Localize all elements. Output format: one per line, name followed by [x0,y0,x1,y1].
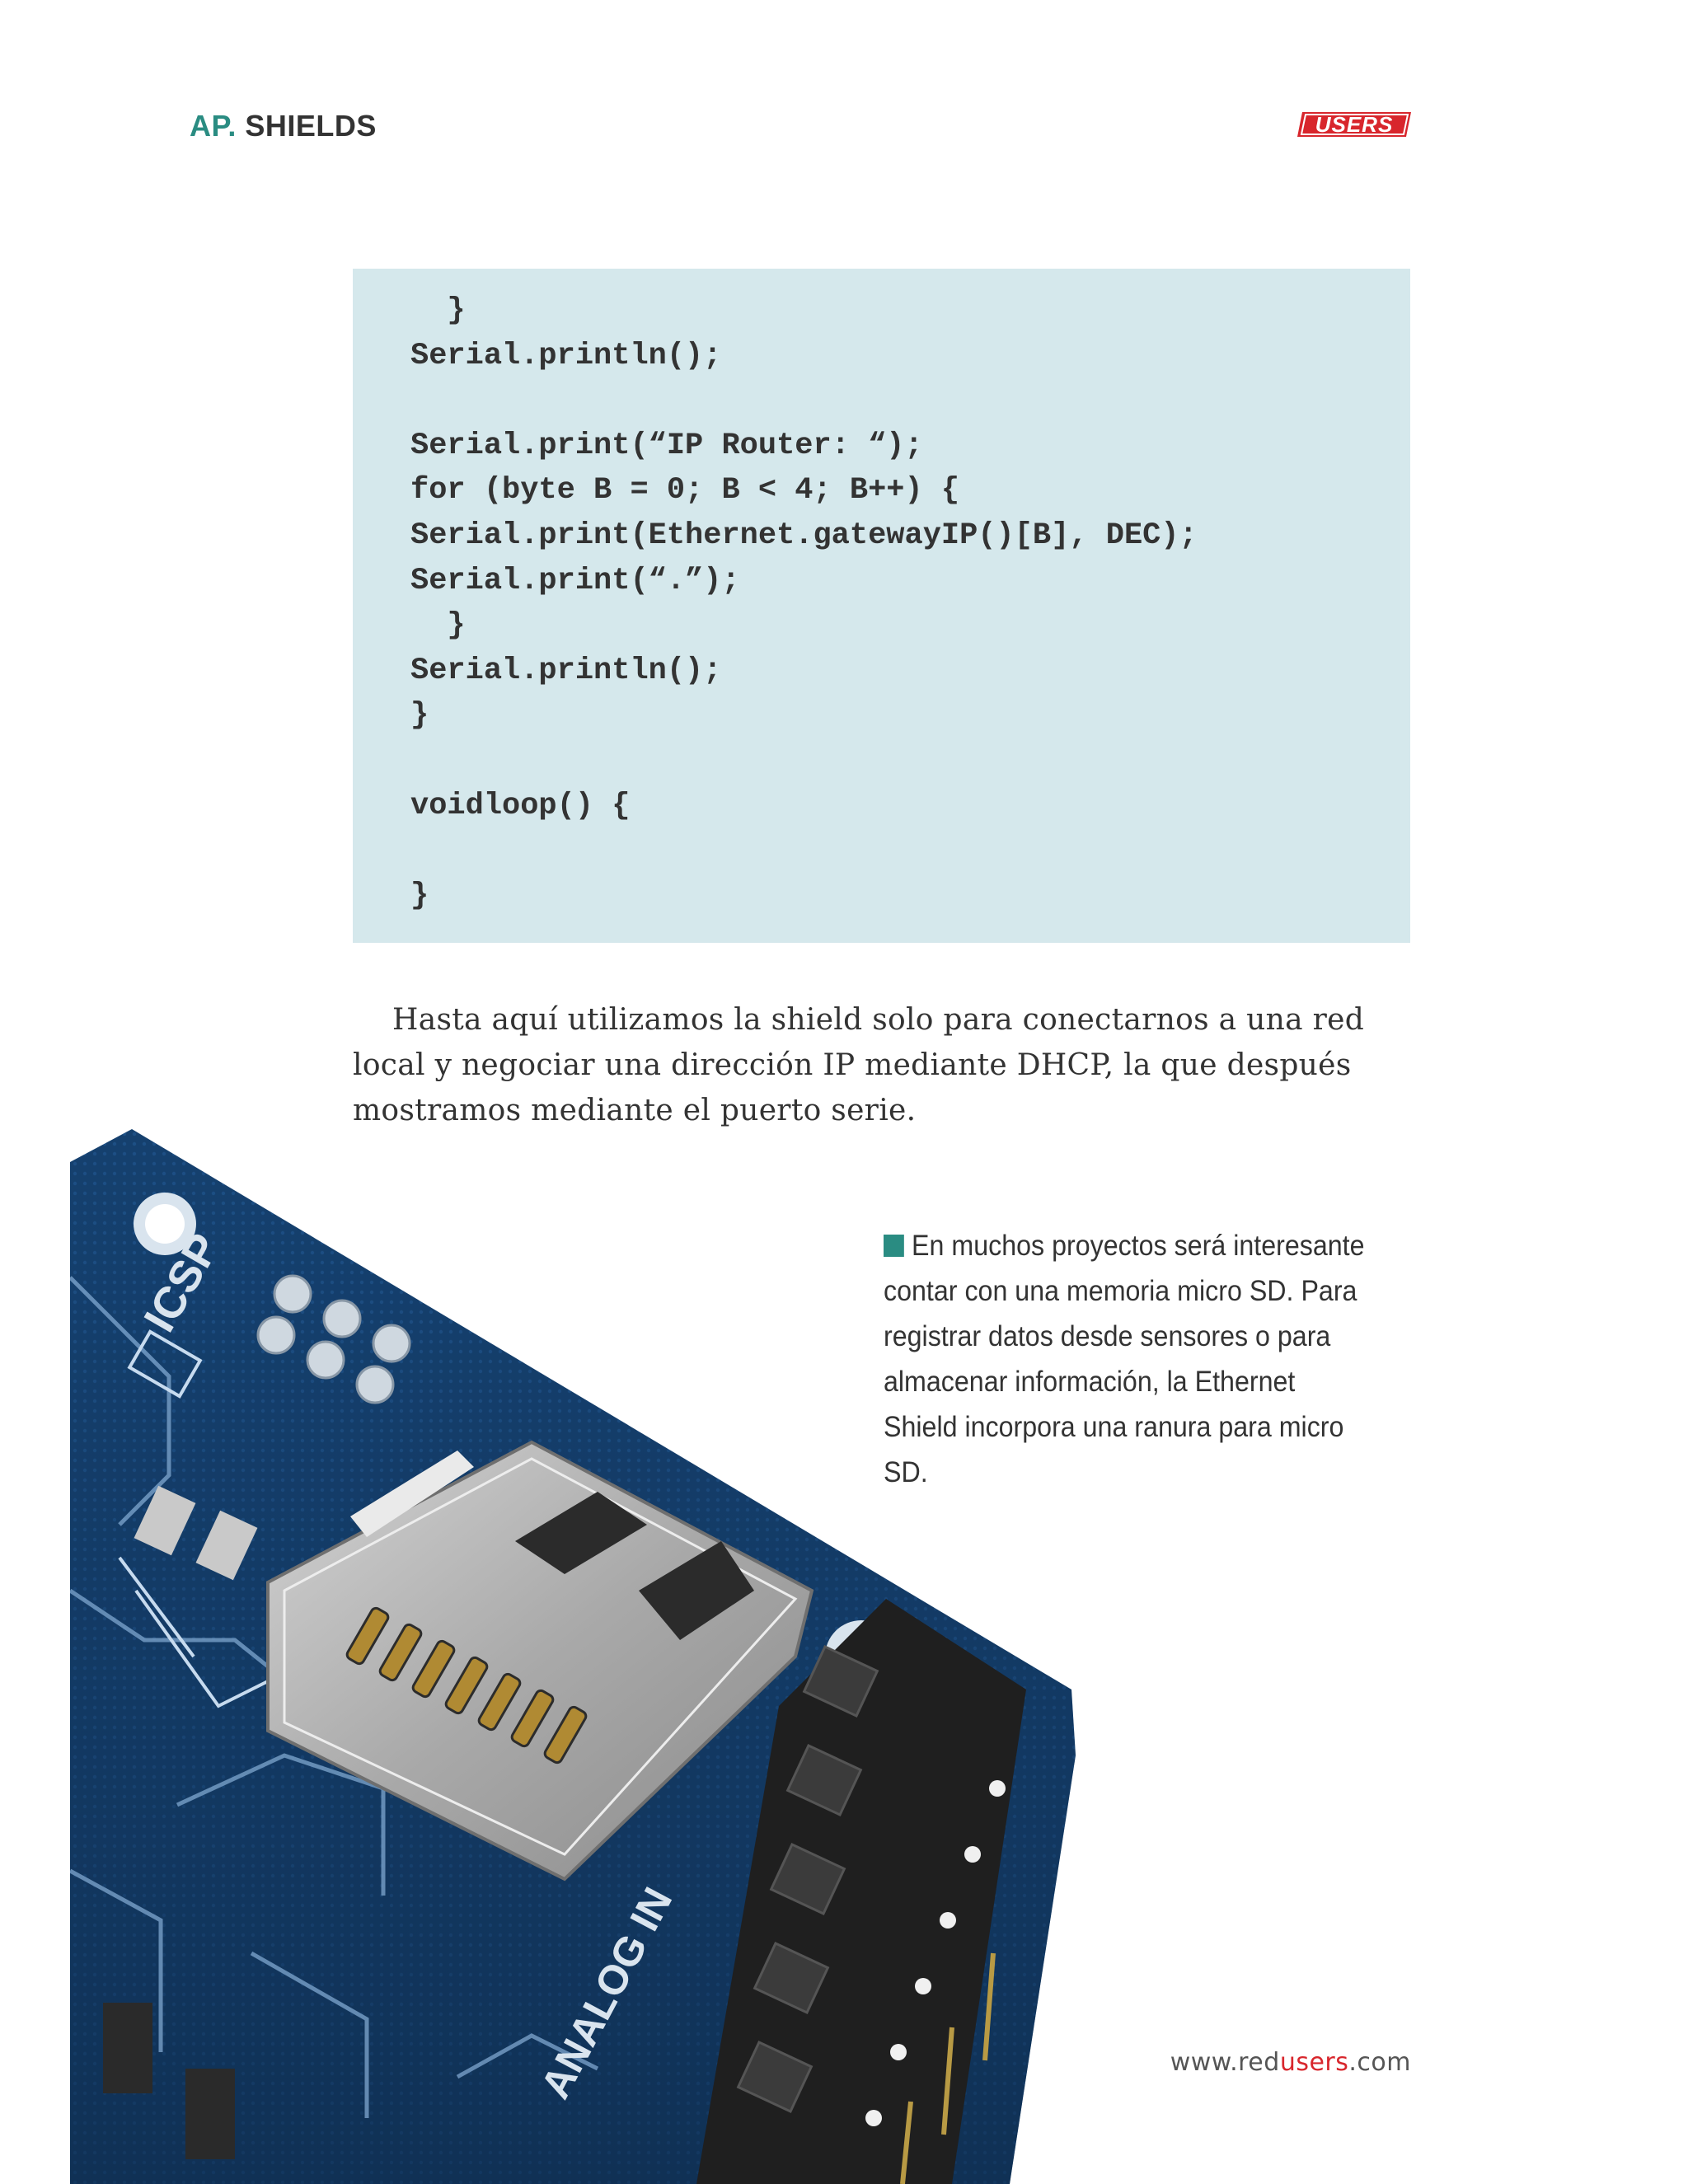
logo-text: USERS [1315,112,1394,137]
code-line: for (byte B = 0; B < 4; B++) { [410,473,960,509]
caption-bullet-icon [884,1235,904,1257]
code-line: } [410,293,466,328]
footer-url[interactable]: www.redusers.com [1170,2048,1411,2077]
url-prefix: www.red [1170,2048,1280,2077]
code-line [410,828,1198,874]
url-accent: users [1279,2048,1349,2077]
code-line: Serial.println(); [410,653,722,688]
url-suffix: .com [1348,2048,1411,2077]
section-title: SHIELDS [245,109,377,143]
code-listing: } Serial.println(); Serial.print(“IP Rou… [353,269,1410,943]
section-header: AP. SHIELDS [190,109,377,143]
code-line [410,738,1198,784]
code-line [410,378,1198,424]
figure-caption: En muchos proyectos será interesante con… [884,1223,1369,1495]
users-logo: USERS [1297,112,1411,137]
body-paragraph: Hasta aquí utilizamos la shield solo par… [353,1003,1365,1127]
code-line: Serial.print(“.”); [410,563,740,598]
code-line: Serial.println(); [410,338,722,373]
code-line: } [410,878,429,913]
code-line: } [410,698,429,733]
caption-text: En muchos proyectos será interesante con… [884,1230,1365,1488]
code-line: Serial.print(Ethernet.gatewayIP()[B], DE… [410,518,1198,553]
ethernet-shield-photo: ICSP ANALOG IN [70,1129,1076,2184]
code-line: } [410,608,466,644]
code-lines: } Serial.println(); Serial.print(“IP Rou… [410,288,1198,918]
code-line: voidloop() { [410,788,631,823]
code-line: Serial.print(“IP Router: “); [410,428,923,463]
section-prefix: AP. [190,109,237,143]
